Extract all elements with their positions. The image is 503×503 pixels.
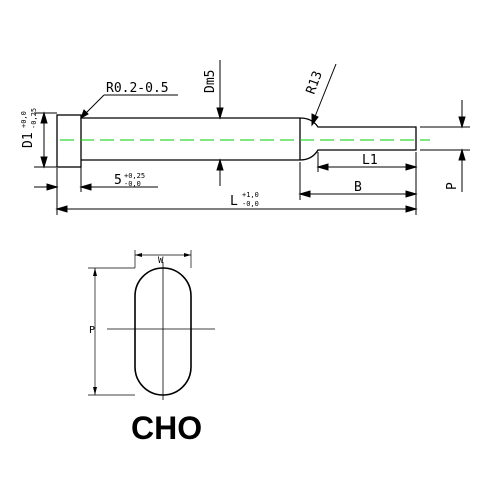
head-length-label: 5 (114, 173, 122, 188)
d1-label: D1 (21, 132, 36, 148)
d1-tol-upper: +0,0 (20, 111, 28, 128)
head-tol-lower: -0,0 (124, 180, 141, 188)
b-label: B (354, 180, 362, 195)
head-tol-upper: +0,25 (124, 172, 145, 180)
d1-tol-lower: -0,25 (30, 108, 38, 129)
p-side-label: P (445, 182, 460, 190)
section-view (88, 250, 215, 400)
dm-label: Dm5 (203, 70, 218, 93)
profile-code-title: CHO (131, 410, 202, 446)
punch-shank (81, 117, 417, 161)
punch-head (56, 114, 82, 168)
radius-head-label: R0.2-0.5 (106, 81, 169, 96)
l-tol-lower: -0,0 (242, 200, 259, 208)
w-label: W (158, 256, 164, 266)
punch-side-view (56, 114, 417, 168)
p-section-label: P (89, 325, 95, 336)
radius-neck-label: R13 (304, 69, 326, 96)
dimension-lines (34, 60, 470, 215)
l-tol-upper: +1,0 (242, 191, 259, 199)
l1-label: L1 (362, 153, 378, 168)
l-label: L (230, 194, 238, 209)
